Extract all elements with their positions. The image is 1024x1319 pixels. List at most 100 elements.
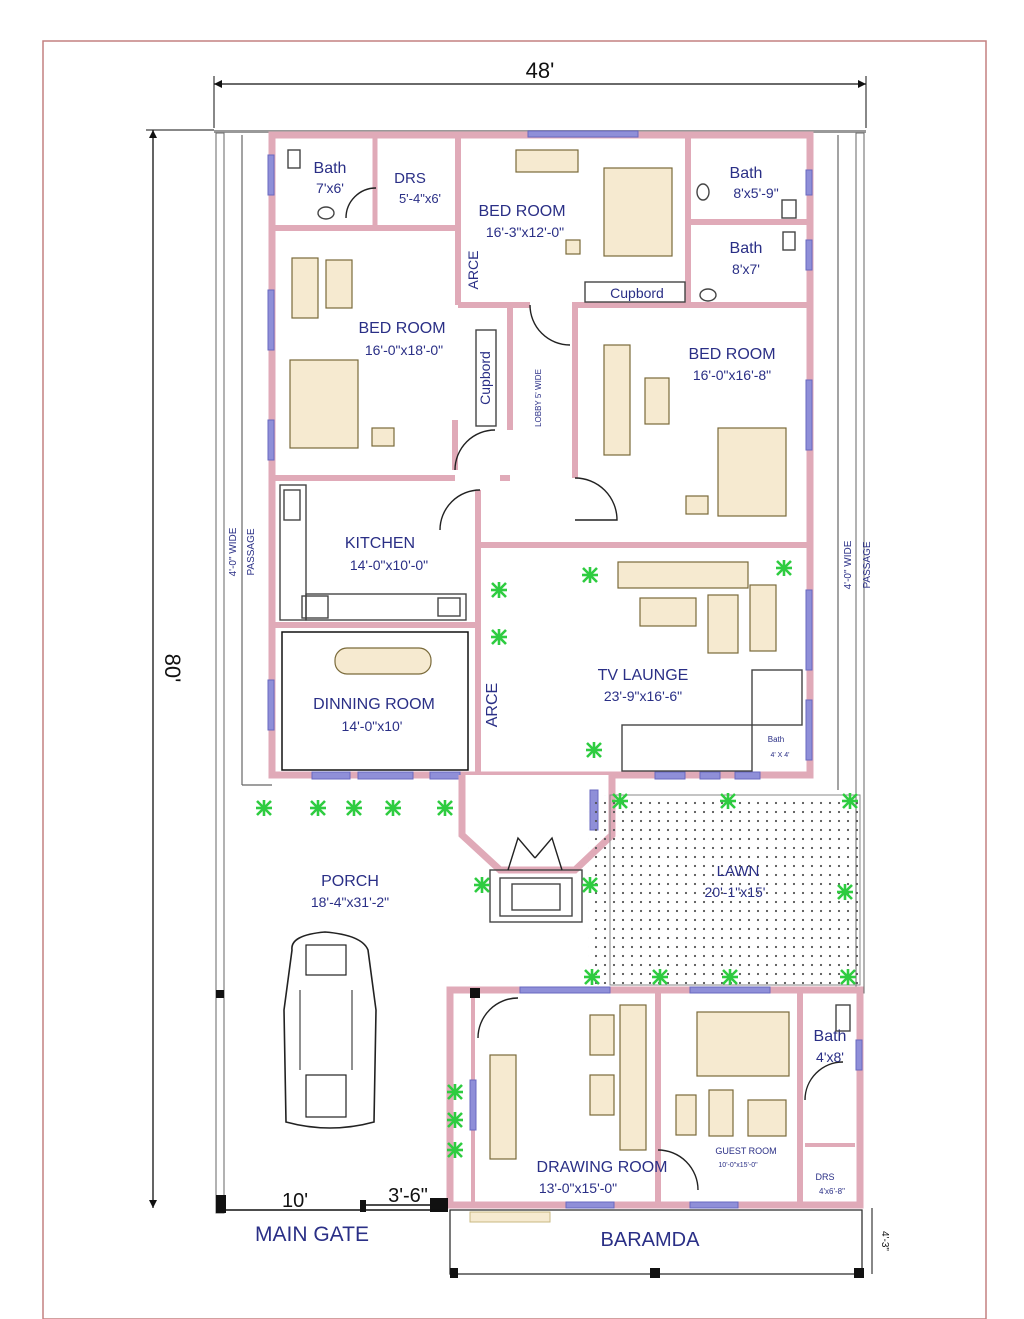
porch-name: PORCH xyxy=(321,873,379,890)
room-drs-1: DRS 5'-4"x6' xyxy=(345,170,441,219)
baramda-area: BARAMDA 4'-3" xyxy=(449,1208,890,1278)
bedroom-left-size: 16'-0"x18'-0" xyxy=(365,342,443,358)
baramda-depth-label: 4'-3" xyxy=(879,1231,890,1251)
side-gate-width-label: 3'-6" xyxy=(388,1185,428,1207)
plant-icon xyxy=(447,1084,463,1100)
length-dimension: 80' xyxy=(146,129,214,1208)
length-label: 80' xyxy=(160,654,185,683)
room-bedroom-left: BED ROOM 16'-0"x18'-0" Cupbord xyxy=(289,257,497,471)
lobby-label: LOBBY 5' WIDE xyxy=(534,369,543,427)
left-passage-label-2: PASSAGE xyxy=(246,528,257,575)
bath-1-size: 7'x6' xyxy=(316,180,344,196)
arce-2-label: ARCE xyxy=(484,683,501,727)
bath-1-name: Bath xyxy=(314,160,347,177)
bath-2-size: 8'x5'-9" xyxy=(733,185,778,201)
drs-1-size: 5'-4"x6' xyxy=(399,191,441,206)
dinning-size: 14'-0"x10' xyxy=(342,718,403,734)
plant-icon xyxy=(776,560,792,576)
car-icon xyxy=(283,931,377,1129)
left-passage-label-1: 4'-0" WIDE xyxy=(228,527,239,576)
cupboard-1-label: Cupbord xyxy=(610,285,664,301)
drawing-size: 13'-0"x15'-0" xyxy=(539,1180,617,1196)
room-bath-3: Bath 8'x7' xyxy=(699,231,796,302)
room-bedroom-top: BED ROOM 16'-3"x12'-0" Cupbord xyxy=(478,149,686,303)
lawn-size: 20'-1"x15' xyxy=(705,884,766,900)
bath-2-name: Bath xyxy=(730,165,763,182)
plant-icon xyxy=(722,969,738,985)
room-bath-1: Bath 7'x6' xyxy=(287,149,347,220)
plant-icon xyxy=(652,969,668,985)
baramda-label: BARAMDA xyxy=(601,1229,701,1251)
plant-icon xyxy=(612,793,628,809)
width-dimension: 48' xyxy=(213,58,867,128)
drawing-name: DRAWING ROOM xyxy=(537,1159,668,1176)
bath-4-size: 4'x8' xyxy=(816,1049,844,1065)
guest-size: 10'-0"x15'-0" xyxy=(718,1162,758,1169)
bedroom-left-name: BED ROOM xyxy=(358,320,445,337)
right-passage-label-1: 4'-0" WIDE xyxy=(843,540,854,589)
bedroom-top-name: BED ROOM xyxy=(478,203,565,220)
windows xyxy=(267,130,813,780)
plant-icon xyxy=(491,629,507,645)
plant-icon xyxy=(837,884,853,900)
plant-icon xyxy=(447,1142,463,1158)
plot-frame xyxy=(42,40,987,1319)
bath-small-size: 4' X 4' xyxy=(770,752,789,759)
plant-icon xyxy=(346,800,362,816)
plant-icon xyxy=(720,793,736,809)
plant-icon xyxy=(586,742,602,758)
lawn-name: LAWN xyxy=(717,863,760,880)
plant-icon xyxy=(310,800,326,816)
bedroom-right-size: 16'-0"x16'-8" xyxy=(693,367,771,383)
plants xyxy=(256,560,858,1158)
front-block-walls xyxy=(430,986,864,1212)
room-drawing: DRAWING ROOM 13'-0"x15'-0" xyxy=(489,1004,668,1196)
room-kitchen: KITCHEN 14'-0"x10'-0" xyxy=(279,484,481,621)
width-label: 48' xyxy=(526,58,555,83)
tv-lounge-size: 23'-9"x16'-6" xyxy=(604,688,682,704)
plant-icon xyxy=(437,800,453,816)
room-bath-4: Bath 4'x8' xyxy=(814,1004,851,1065)
dinning-name: DINNING ROOM xyxy=(313,696,435,713)
plant-icon xyxy=(582,877,598,893)
bedroom-right-name: BED ROOM xyxy=(688,346,775,363)
room-dinning: DINNING ROOM 14'-0"x10' xyxy=(281,631,469,771)
arce-1: ARCE xyxy=(465,251,481,290)
arce-2: ARCE xyxy=(484,683,501,727)
lawn-area: LAWN 20'-1"x15' xyxy=(588,794,861,986)
tv-lounge-name: TV LAUNGE xyxy=(598,667,689,684)
kitchen-size: 14'-0"x10'-0" xyxy=(350,557,428,573)
gate-width-label: 10' xyxy=(282,1190,308,1212)
guest-name: GUEST ROOM xyxy=(715,1146,776,1156)
lobby: LOBBY 5' WIDE xyxy=(529,304,571,427)
bath-4-name: Bath xyxy=(814,1028,847,1045)
room-bath-small: Bath 4' X 4' xyxy=(768,735,790,759)
room-bath-2: Bath 8'x5'-9" xyxy=(696,165,797,219)
bath-3-size: 8'x7' xyxy=(732,261,760,277)
plant-icon xyxy=(491,582,507,598)
porch-size: 18'-4"x31'-2" xyxy=(311,894,389,910)
drs-2-name: DRS xyxy=(815,1172,834,1182)
arce-1-label: ARCE xyxy=(465,251,481,290)
room-bedroom-right: BED ROOM 16'-0"x16'-8" xyxy=(574,344,787,521)
room-tv-lounge: TV LAUNGE 23'-9"x16'-6" xyxy=(598,561,803,772)
left-passage: 4'-0" WIDE PASSAGE xyxy=(228,135,272,786)
drs-1-name: DRS xyxy=(394,170,426,187)
plant-icon xyxy=(840,969,856,985)
room-drs-2: DRS 4'x6'-8" xyxy=(815,1172,845,1196)
cupboard-2-label: Cupbord xyxy=(477,351,493,405)
plant-icon xyxy=(256,800,272,816)
porch-area: PORCH 18'-4"x31'-2" xyxy=(283,873,389,1129)
plant-icon xyxy=(582,567,598,583)
plant-icon xyxy=(474,877,490,893)
bedroom-top-size: 16'-3"x12'-0" xyxy=(486,224,564,240)
main-gate-label: MAIN GATE xyxy=(255,1223,369,1246)
room-guest: GUEST ROOM 10'-0"x15'-0" xyxy=(675,1011,790,1169)
bath-small-name: Bath xyxy=(768,735,784,744)
plant-icon xyxy=(385,800,401,816)
drs-2-size: 4'x6'-8" xyxy=(819,1187,845,1196)
right-passage-label-2: PASSAGE xyxy=(862,541,873,588)
plant-icon xyxy=(584,969,600,985)
kitchen-name: KITCHEN xyxy=(345,535,415,552)
